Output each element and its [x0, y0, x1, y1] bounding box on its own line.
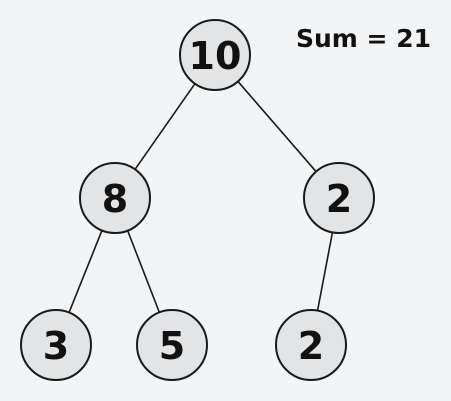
node-value: 3: [43, 324, 69, 368]
node-circle: [275, 309, 347, 381]
edge-root-to-right: [237, 80, 317, 173]
node-value: 8: [102, 177, 128, 221]
node-value: 5: [159, 324, 185, 368]
edge-left-to-left-right: [126, 230, 161, 313]
node-circle: [179, 19, 251, 91]
node-circle: [79, 162, 151, 234]
node-circle: [136, 309, 208, 381]
node-circle: [20, 309, 92, 381]
edge-right-to-right-left: [316, 232, 334, 311]
edge-root-to-left: [134, 83, 196, 170]
node-circle: [303, 162, 375, 234]
tree-node-left-left: 3: [20, 309, 92, 381]
tree-node-right: 2: [303, 162, 375, 234]
tree-node-root: 10: [179, 19, 251, 91]
tree-node-right-left: 2: [275, 309, 347, 381]
sum-label: Sum = 21: [296, 24, 431, 53]
edges-layer: [68, 80, 334, 313]
edge-left-to-left-left: [68, 230, 103, 313]
tree-node-left: 8: [79, 162, 151, 234]
node-value: 2: [298, 324, 324, 368]
tree-node-left-right: 5: [136, 309, 208, 381]
node-value: 10: [189, 34, 242, 78]
node-value: 2: [326, 177, 352, 221]
nodes-layer: 10 8 2 3 5 2: [20, 19, 375, 381]
